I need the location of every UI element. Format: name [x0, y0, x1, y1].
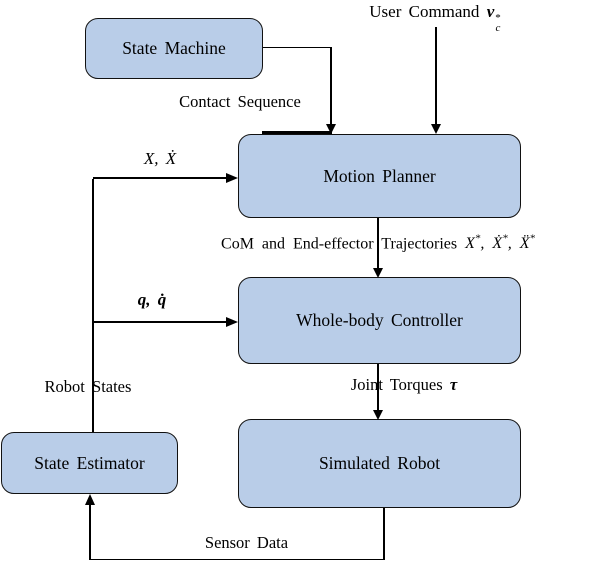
edge-state-to-planner	[93, 177, 227, 179]
joint-torques-symbol: τ	[449, 375, 458, 394]
user-command-symbol: v	[486, 2, 495, 21]
arrowhead-contact-sequence	[325, 123, 336, 134]
edge-planner-to-controller	[377, 218, 379, 268]
node-simulated-robot-label: Simulated Robot	[318, 453, 441, 473]
user-command-supsub: *c	[495, 12, 501, 35]
trajectory-symbol-pos: X*,	[465, 233, 485, 253]
label-user-command: User Command v*c	[325, 2, 545, 34]
arrowhead-joint-to-controller	[226, 316, 238, 327]
label-sensor-data: Sensor Data	[204, 533, 289, 552]
edge-sensor-horizontal	[89, 558, 385, 561]
arrowhead-planner-to-controller	[372, 267, 383, 278]
node-motion-planner-label: Motion Planner	[323, 165, 436, 186]
label-trajectories-text: CoM and End-effector Trajectories	[221, 235, 458, 253]
node-simulated-robot: Simulated Robot	[238, 419, 521, 508]
node-whole-body-controller-label: Whole-body Controller	[296, 310, 463, 330]
edge-controller-to-robot	[377, 364, 379, 410]
node-state-estimator: State Estimator	[1, 432, 178, 494]
arrowhead-controller-to-robot	[372, 409, 383, 420]
label-joint-feedback: q, q̇	[137, 290, 167, 309]
edge-sensor-vertical-left	[89, 505, 91, 559]
node-motion-planner: Motion Planner	[238, 134, 521, 218]
node-state-estimator-label: State Estimator	[34, 452, 145, 473]
node-state-machine: State Machine	[85, 18, 263, 79]
arrowhead-user-command	[430, 123, 441, 134]
label-robot-states: Robot States	[44, 377, 132, 396]
node-whole-body-controller: Whole-body Controller	[238, 277, 521, 364]
arrowhead-sensor-to-estimator	[84, 494, 95, 505]
label-joint-torques: Joint Torques τ	[326, 375, 482, 395]
label-user-command-text: User Command	[369, 2, 480, 21]
label-contact-sequence: Contact Sequence	[179, 92, 301, 111]
edge-user-command-vertical	[435, 27, 437, 124]
trajectory-symbol-vel: Ẋ*,	[492, 233, 512, 253]
edge-contact-sequence-vertical	[330, 47, 332, 124]
label-trajectories: CoM and End-effector Trajectories X*, Ẋ*…	[148, 233, 604, 254]
edge-feedback-trunk-vertical	[92, 179, 94, 432]
edge-state-machine-horizontal	[261, 46, 331, 48]
trajectory-symbol-acc: Ẍ*	[519, 233, 535, 253]
edge-joint-to-controller	[93, 321, 227, 323]
edge-thick-segment	[262, 131, 332, 134]
edge-sensor-vertical-right	[383, 508, 385, 560]
node-state-machine-label: State Machine	[122, 38, 226, 58]
arrowhead-state-to-planner	[226, 172, 238, 183]
label-state-feedback: X, Ẋ	[143, 149, 177, 168]
label-joint-torques-text: Joint Torques	[350, 375, 443, 394]
